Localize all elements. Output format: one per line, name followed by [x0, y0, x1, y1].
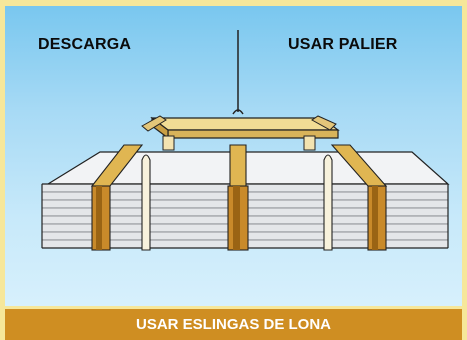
sling-right [323, 144, 388, 251]
label-descarga: DESCARGA [38, 36, 132, 53]
crane-hook [232, 109, 244, 115]
footer-text: USAR ESLINGAS DE LONA [135, 316, 331, 333]
spreader-bar [141, 115, 340, 151]
sling-center [227, 144, 249, 251]
sling-left [90, 144, 151, 251]
label-usar-palier: USAR PALIER [288, 36, 398, 53]
footer-banner: USAR ESLINGAS DE LONA [5, 309, 462, 340]
